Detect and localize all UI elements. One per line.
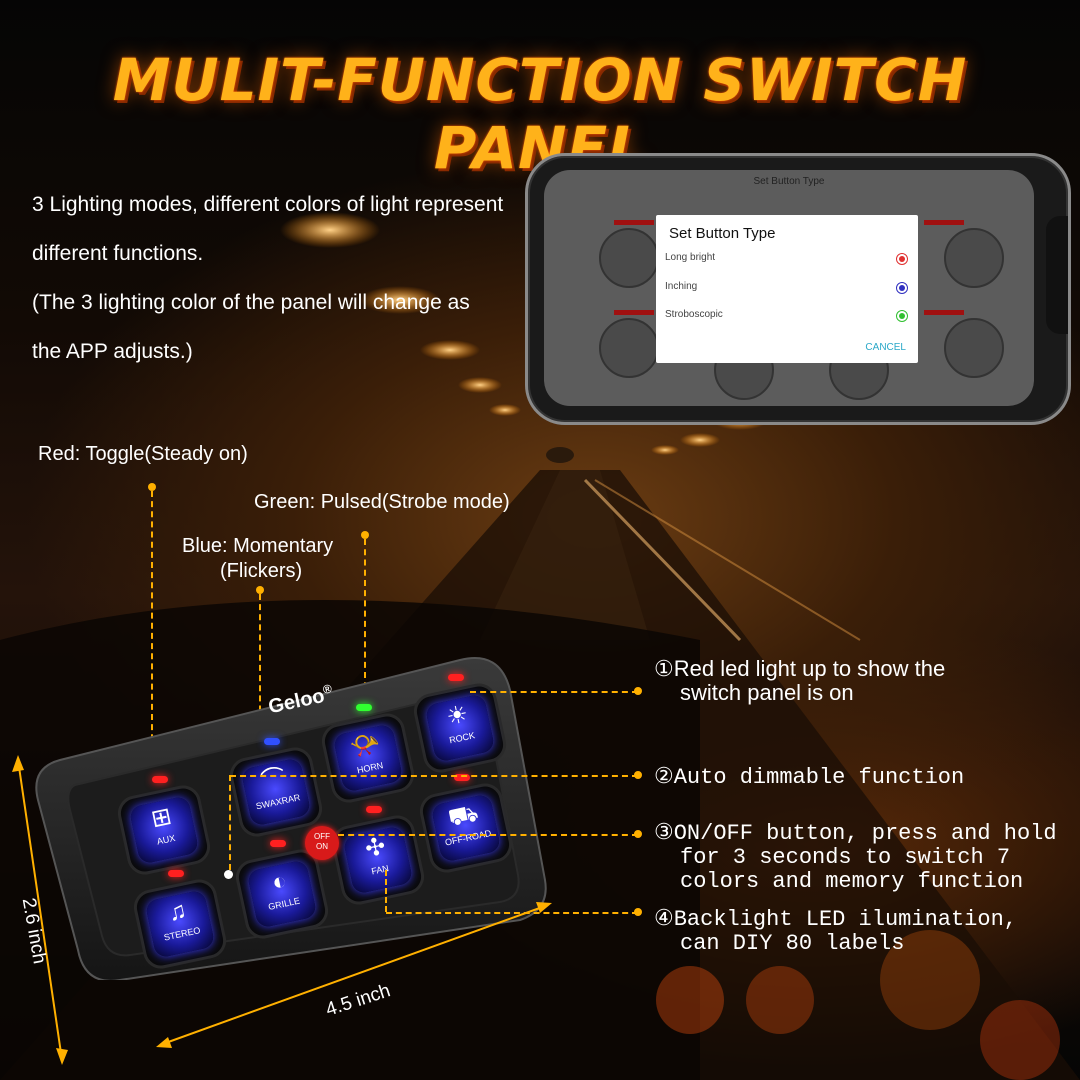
phone-mockup: Set Button Type Set Button Type Long bri… [525, 153, 1071, 425]
leader-line [386, 912, 638, 914]
feature-4-line: can DIY 80 labels [680, 931, 905, 956]
description: 3 Lighting modes, different colors of li… [32, 180, 532, 376]
status-led [264, 738, 280, 745]
power-label-off: OFF [314, 832, 330, 841]
leader-line [338, 834, 638, 836]
mode-label-blue: Blue: Momentary [182, 535, 334, 557]
option-stroboscopic[interactable]: Stroboscopic [665, 309, 723, 320]
phone-notch [1046, 216, 1068, 334]
app-switch-button[interactable] [599, 318, 659, 378]
status-led [448, 674, 464, 681]
status-led [168, 870, 184, 877]
status-led [270, 840, 286, 847]
dialog-title: Set Button Type [669, 225, 776, 242]
leader-dot [361, 531, 369, 539]
feature-4: ④Backlight LED ilumination, can DIY 80 l… [654, 908, 1017, 956]
app-switch-button[interactable] [944, 318, 1004, 378]
feature-2: ②Auto dimmable function [654, 765, 965, 790]
feature-3-line: for 3 seconds to switch 7 [680, 845, 1011, 870]
cancel-button[interactable]: CANCEL [865, 342, 906, 353]
option-inching[interactable]: Inching [665, 281, 698, 292]
feature-1-line: ①Red led light up to show the [654, 656, 946, 681]
power-label-on: ON [316, 842, 328, 851]
option-long-bright[interactable]: Long bright [665, 252, 716, 263]
set-button-type-dialog: Set Button Type Long bright Inching Stro… [656, 215, 918, 363]
mode-label-red: Red: Toggle(Steady on) [38, 443, 248, 465]
leader-dot [634, 908, 642, 916]
red-indicator-bar [924, 220, 964, 225]
leader-dot [256, 586, 264, 594]
power-button[interactable]: OFF ON [305, 826, 339, 860]
radio-red[interactable] [896, 253, 908, 265]
description-line: (The 3 lighting color of the panel will … [32, 291, 470, 314]
phone-screen: Set Button Type Set Button Type Long bri… [544, 170, 1034, 406]
leader-line [470, 691, 638, 693]
mode-label-blue-sub: (Flickers) [220, 560, 303, 582]
status-led [366, 806, 382, 813]
radio-blue[interactable] [896, 282, 908, 294]
mode-label-green: Green: Pulsed(Strobe mode) [254, 491, 510, 513]
leader-line [230, 775, 638, 777]
leader-line [364, 539, 366, 719]
app-switch-button[interactable] [599, 228, 659, 288]
leader-dot [148, 483, 156, 491]
leader-line [259, 594, 261, 752]
feature-3-line: ③ON/OFF button, press and hold [654, 821, 1057, 846]
screen-title: Set Button Type [753, 176, 825, 187]
leader-dot [634, 830, 642, 838]
red-indicator-bar [924, 310, 964, 315]
leader-line [229, 775, 231, 870]
feature-4-line: ④Backlight LED ilumination, [654, 907, 1017, 932]
feature-3-line: colors and memory function [680, 869, 1024, 894]
description-line: the APP adjusts.) [32, 340, 193, 363]
red-indicator-bar [614, 310, 654, 315]
red-indicator-bar [614, 220, 654, 225]
status-led [152, 776, 168, 783]
feature-3: ③ON/OFF button, press and hold for 3 sec… [654, 822, 1057, 894]
leader-dot [634, 771, 642, 779]
feature-1: ①Red led light up to show the switch pan… [654, 657, 945, 705]
feature-1-line: switch panel is on [680, 680, 854, 705]
leader-line [385, 870, 387, 912]
light-sensor [224, 870, 233, 879]
status-led [356, 704, 372, 711]
description-line: 3 Lighting modes, different colors of li… [32, 193, 504, 216]
status-led [454, 774, 470, 781]
description-line: different functions. [32, 242, 204, 265]
leader-line [151, 491, 153, 791]
radio-green[interactable] [896, 310, 908, 322]
leader-dot [634, 687, 642, 695]
app-switch-button[interactable] [944, 228, 1004, 288]
